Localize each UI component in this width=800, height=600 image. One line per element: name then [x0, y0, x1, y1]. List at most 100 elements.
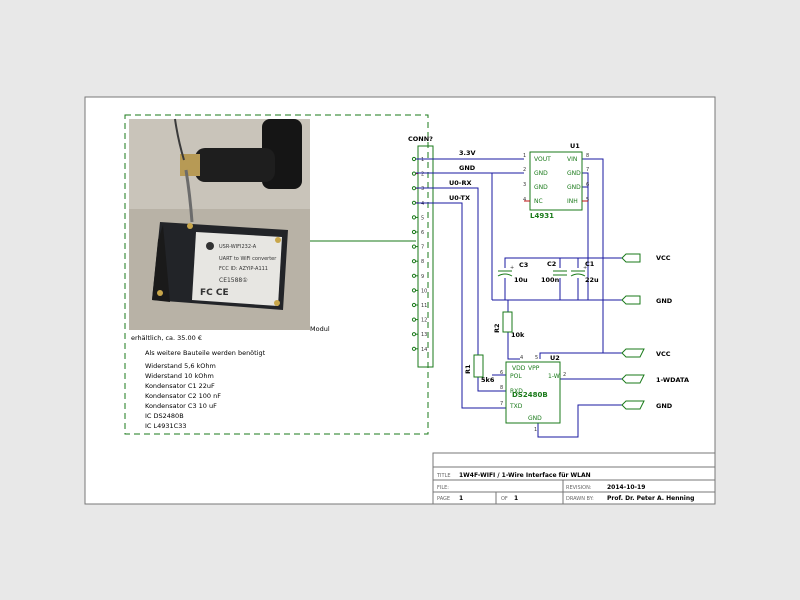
- page-value: 1: [459, 495, 463, 502]
- capacitor-c2: C2 100n: [541, 260, 567, 284]
- connector-pin-end: [411, 259, 417, 264]
- u2-pin-pol: POL: [510, 373, 522, 380]
- drawing-title: 1W4F-WIFI / 1-Wire Interface für WLAN: [459, 472, 591, 479]
- c2-value: 100n: [541, 276, 560, 284]
- u1-pin-num: 1: [523, 153, 526, 159]
- capacitor-c1: + C1 22u: [570, 260, 599, 284]
- title-block: TITLE 1W4F-WIFI / 1-Wire Interface für W…: [432, 452, 716, 505]
- u1-pin-name: VOUT: [534, 156, 551, 163]
- ic-u2: U2 DS2480B VDD VPP POL RXD TXD 1-W GND 4…: [500, 354, 566, 433]
- c2-ref: C2: [547, 260, 556, 268]
- port-gnd-1: [621, 295, 641, 305]
- net-label-gnd: GND: [459, 164, 476, 172]
- r2-value: 10k: [511, 331, 525, 339]
- u2-ref: U2: [550, 354, 560, 362]
- connector-pin-number: 6: [421, 230, 424, 236]
- wires: [416, 158, 622, 438]
- u2-value: DS2480B: [512, 391, 548, 399]
- connector-pin-end: [411, 229, 417, 235]
- u1-pin-name: GND: [534, 184, 548, 191]
- port-gnd-2: [621, 400, 645, 410]
- r1-value: 5k6: [481, 376, 495, 384]
- r1-ref: R1: [464, 364, 472, 374]
- svg-text:FC CE: FC CE: [200, 288, 229, 298]
- u1-pin-num: 6: [586, 182, 589, 188]
- u2-pin-num: 1: [534, 427, 537, 433]
- connector-pin-end: [411, 302, 417, 308]
- connector-pin-number: 3: [421, 186, 424, 192]
- u1-pin-name: NC: [534, 198, 543, 205]
- annotation-box: [124, 114, 429, 435]
- u1-pin-num: 2: [523, 167, 526, 173]
- net-label-3v3: 3.3V: [459, 149, 476, 157]
- u1-ref: U1: [570, 142, 580, 150]
- ports: [621, 253, 645, 410]
- connector-pin-end: [411, 156, 417, 162]
- u1-pin-num: 4: [523, 197, 526, 203]
- u2-pin-num: 8: [500, 385, 503, 391]
- u1-pin-name: VIN: [567, 156, 577, 163]
- ic-u1: U1 L4931 VOUT GND GND NC VIN GND GND INH…: [523, 142, 589, 220]
- of-label: OF: [501, 496, 508, 502]
- connector-pin-number: 10: [421, 288, 427, 294]
- port-label-vcc: VCC: [656, 350, 671, 358]
- connector-pin-number: 5: [421, 215, 424, 221]
- u2-pin-num: 2: [563, 372, 566, 378]
- connector-pin-end: [411, 186, 417, 191]
- antenna: [174, 118, 302, 223]
- module-label-line3: FCC ID: AZYIP-A111: [219, 266, 268, 272]
- connector-pin-end: [411, 215, 417, 220]
- u2-pin-rxd: RXD: [510, 388, 523, 395]
- u1-pin-num: 7: [586, 167, 589, 173]
- connector-pin-number: 14: [421, 347, 427, 353]
- u2-pin-num: 4: [520, 355, 523, 361]
- resistor-r2: R2 10k: [493, 311, 525, 339]
- note-item: Widerstand 10 kOhm: [145, 372, 214, 380]
- module-shield: [192, 232, 282, 306]
- of-value: 1: [514, 495, 518, 502]
- port-vcc-1: [621, 253, 641, 263]
- connector-pin-end: [411, 171, 417, 176]
- connector-pin-end: [411, 332, 417, 337]
- connector-pin-end: [411, 200, 417, 205]
- u2-pin-vdd: VDD: [512, 365, 526, 372]
- connector-pin-number: 7: [421, 245, 424, 251]
- port-label-gnd: GND: [656, 297, 673, 305]
- module-label-line2: UART to WiFi converter: [219, 256, 277, 262]
- net-label-rx: U0-RX: [449, 179, 472, 187]
- module-photo: USR-WIFI232-A UART to WiFi converter FCC…: [129, 118, 310, 330]
- note-header: Als weitere Bauteile werden benötigt: [145, 349, 266, 357]
- connector-pin-number: 4: [421, 201, 424, 207]
- connector-pin-number: 8: [421, 259, 424, 265]
- u2-pin-gnd: GND: [528, 415, 542, 422]
- connector-pin-end: [411, 244, 417, 249]
- u1-pin-num: 5: [586, 197, 589, 203]
- drawn-by: Prof. Dr. Peter A. Henning: [607, 495, 694, 502]
- svg-text:+: +: [510, 265, 514, 271]
- note-line1: erhältlich, ca. 35.00 €: [131, 334, 202, 342]
- r2-ref: R2: [493, 323, 501, 333]
- resistor-r1: R1 5k6: [464, 354, 495, 384]
- connector-pin-end: [411, 273, 417, 278]
- connector-pin-number: 1: [421, 157, 424, 163]
- c1-ref: C1: [585, 260, 595, 268]
- drawn-label: DRAWN BY:: [566, 496, 594, 502]
- port-wdata: [621, 374, 645, 384]
- note-item: IC L4931C33: [145, 422, 187, 430]
- note-item: Kondensator C2 100 nF: [145, 392, 221, 400]
- connector-pin-number: 11: [421, 303, 427, 309]
- connector-pin-number: 9: [421, 274, 424, 280]
- net-label-tx: U0-TX: [449, 194, 470, 202]
- port-label-wdata: 1-WDATA: [656, 376, 689, 384]
- u2-pin-num: 6: [500, 370, 503, 376]
- u1-pin-num: 3: [523, 182, 526, 188]
- port-vcc-2: [621, 348, 645, 358]
- connector-pin-number: 12: [421, 318, 427, 324]
- u1-pin-name: INH: [567, 198, 578, 205]
- c1-value: 22u: [585, 276, 599, 284]
- note-item: Kondensator C1 22uF: [145, 382, 215, 390]
- u1-pin-num: 8: [586, 153, 589, 159]
- note-line1-suffix: Modul: [310, 325, 330, 333]
- connector-ref: CONN?: [408, 135, 433, 143]
